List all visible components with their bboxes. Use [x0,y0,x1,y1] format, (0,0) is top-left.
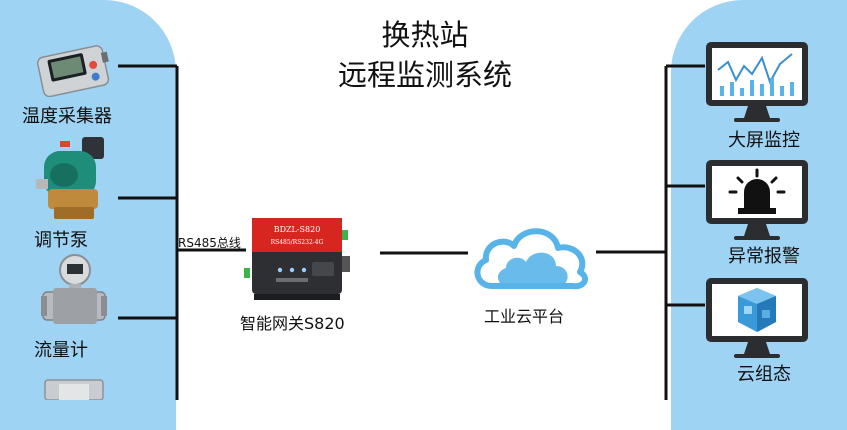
cloud-platform-label: 工业云平台 [484,307,565,326]
pump-icon [34,132,114,226]
gateway-model-text: BDZL-S820 [274,225,321,234]
terminal-label-cloud-scada: 云组态 [737,364,791,385]
gateway-label: 智能网关S820 [240,314,345,333]
rs485-bus-label: RS485总线 [178,236,241,250]
3d-model-monitor-icon [704,276,810,360]
thermometer-collector-icon [34,38,114,100]
chart-monitor-icon [704,40,810,124]
gateway-interface-text: RS485/RS232-4G [271,239,324,246]
pipe-fitting-icon [34,378,114,400]
cloud-icon [470,220,594,292]
flowmeter-icon [34,252,114,332]
device-label-pump: 调节泵 [34,230,88,251]
terminal-label-alarm: 异常报警 [728,246,800,267]
device-label-flowmeter: 流量计 [34,340,88,361]
alarm-light-monitor-icon [704,158,810,242]
diagram-title-line1: 换热站 [381,18,469,52]
diagram-title-line2: 远程监测系统 [337,58,512,92]
device-label-temperature: 温度采集器 [22,106,112,127]
connection-lines [118,64,705,400]
terminal-label-big-screen: 大屏监控 [728,130,800,151]
gateway-device-icon: BDZL-S820 RS485/RS232-4G [240,212,358,302]
